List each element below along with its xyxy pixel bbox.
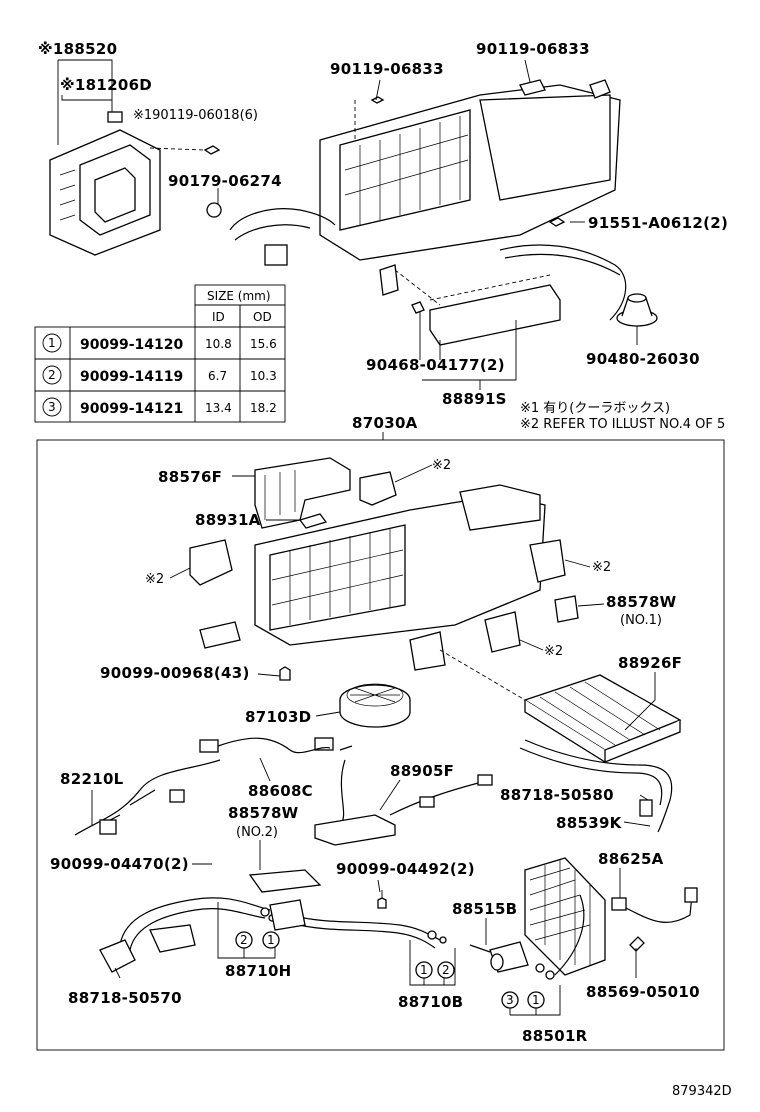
actuator-lower-drawing xyxy=(484,611,521,653)
svg-text:1: 1 xyxy=(420,963,428,977)
label-88926F: 88926F xyxy=(618,654,682,672)
clip-88569-drawing xyxy=(629,936,645,952)
label-87030A: 87030A xyxy=(352,414,418,432)
harness-88905F-drawing xyxy=(314,759,493,846)
label-90468-04177: 90468-04177(2) xyxy=(366,356,505,374)
label-91551-A0612: 91551-A0612(2) xyxy=(588,214,728,232)
table-row-2-no: 2 xyxy=(48,368,56,382)
svg-text:1: 1 xyxy=(267,933,275,947)
label-88718-50580: 88718-50580 xyxy=(500,786,614,804)
label-90119-06833-b: 90119-06833 xyxy=(476,40,590,58)
label-88710H: 88710H xyxy=(225,962,292,980)
sensor-88578W-1-drawing xyxy=(554,595,579,623)
label-88515B: 88515B xyxy=(452,900,517,918)
label-star2-left: ※2 xyxy=(145,572,164,587)
label-88625A: 88625A xyxy=(598,850,664,868)
label-90099-04470: 90099-04470(2) xyxy=(50,855,189,873)
pipe-88710H-drawing xyxy=(119,897,276,953)
label-90099-00968: 90099-00968(43) xyxy=(100,664,250,682)
table-row-3-id: 13.4 xyxy=(205,401,232,415)
label-82210L: 82210L xyxy=(60,770,124,788)
blower-87103D-drawing xyxy=(339,683,411,728)
table-col-id: ID xyxy=(212,310,225,324)
label-90179-06274: 90179-06274 xyxy=(168,172,282,190)
valve-88515B-drawing xyxy=(469,941,529,973)
label-88718-50570: 88718-50570 xyxy=(68,989,182,1007)
illustration-reference: 879342D xyxy=(672,1084,732,1099)
table-row-3-od: 18.2 xyxy=(250,401,277,415)
label-88578W-no2: 88578W xyxy=(228,804,299,822)
table-row-3-no: 3 xyxy=(48,400,56,414)
harness-88608C-drawing xyxy=(199,737,353,754)
label-88569-05010: 88569-05010 xyxy=(586,983,700,1001)
label-88931A: 88931A xyxy=(195,511,261,529)
label-no1: (NO.1) xyxy=(620,613,662,628)
table-row-1-no: 1 xyxy=(48,336,56,350)
svg-text:2: 2 xyxy=(240,933,248,947)
label-star2-lower: ※2 xyxy=(544,644,563,659)
pipe-88710B-drawing xyxy=(269,890,447,949)
bracket-88718-50570-drawing xyxy=(99,939,136,973)
table-row-1-od: 15.6 xyxy=(250,337,277,351)
svg-text:3: 3 xyxy=(506,993,514,1007)
hvac-unit-top-drawing xyxy=(229,79,627,321)
controller-unit-drawing xyxy=(49,111,222,256)
label-188520: ※188520 xyxy=(38,40,117,58)
label-87103D: 87103D xyxy=(245,708,311,726)
table-col-od: OD xyxy=(253,310,272,324)
label-star2-right: ※2 xyxy=(592,560,611,575)
callout-88710H-1: 1 xyxy=(262,931,280,949)
actuator-left-drawing xyxy=(189,539,233,586)
label-88501R: 88501R xyxy=(522,1027,588,1045)
actuator-right-drawing xyxy=(529,539,566,583)
duct-88576F-drawing xyxy=(254,457,351,529)
table-row-2-part: 90099-14119 xyxy=(80,369,183,385)
table-row-3-part: 90099-14121 xyxy=(80,401,183,417)
sensor-88625A-drawing xyxy=(611,887,698,924)
grommet-drawing xyxy=(616,293,658,327)
assembly-87030A-frame xyxy=(36,439,725,1051)
label-88891S: 88891S xyxy=(442,390,507,408)
table-row-1-part: 90099-14120 xyxy=(80,337,183,353)
size-table: SIZE (mm) ID OD 1 90099-14120 10.8 15.6 … xyxy=(34,284,286,423)
pipe-88539K-drawing xyxy=(519,739,673,833)
callout-88501R-1: 1 xyxy=(527,991,545,1009)
label-88578W-no1: 88578W xyxy=(606,593,677,611)
svg-text:2: 2 xyxy=(442,963,450,977)
label-90099-04492: 90099-04492(2) xyxy=(336,860,475,878)
label-190119-06018: ※190119-06018(6) xyxy=(133,108,258,123)
sensor-88578W-2-drawing xyxy=(248,869,322,893)
filter-88926F-drawing xyxy=(523,674,682,764)
label-88905F: 88905F xyxy=(390,762,454,780)
callout-88501R-3: 3 xyxy=(501,991,519,1009)
screw-drawing xyxy=(279,666,291,681)
sensor-88931A-drawing xyxy=(298,513,328,529)
label-181206D: ※181206D xyxy=(60,76,152,94)
svg-text:1: 1 xyxy=(532,993,540,1007)
table-header-size: SIZE (mm) xyxy=(207,289,271,303)
label-88576F: 88576F xyxy=(158,468,222,486)
table-row-2-id: 6.7 xyxy=(208,369,227,383)
note-1: ※1 有り(クーラボックス) xyxy=(520,401,670,416)
hvac-unit-main-drawing xyxy=(199,484,546,671)
label-90480-26030: 90480-26030 xyxy=(586,350,700,368)
evaporator-88501R-drawing xyxy=(524,857,606,980)
label-88710B: 88710B xyxy=(398,993,463,1011)
label-90119-06833-a: 90119-06833 xyxy=(330,60,444,78)
label-88539K: 88539K xyxy=(556,814,623,832)
callout-88710B-1: 1 xyxy=(415,961,433,979)
label-88608C: 88608C xyxy=(248,782,313,800)
label-star2-top: ※2 xyxy=(432,458,451,473)
filter-panel-top-drawing xyxy=(394,269,561,346)
table-row-1-id: 10.8 xyxy=(205,337,232,351)
table-row-2-od: 10.3 xyxy=(250,369,277,383)
callout-88710B-2: 2 xyxy=(437,961,455,979)
callout-88710H-2: 2 xyxy=(235,931,253,949)
note-2: ※2 REFER TO ILLUST NO.4 OF 5 xyxy=(520,417,725,432)
actuator-top-drawing xyxy=(359,471,397,506)
label-no2: (NO.2) xyxy=(236,825,278,840)
harness-82210L-drawing xyxy=(74,759,221,836)
